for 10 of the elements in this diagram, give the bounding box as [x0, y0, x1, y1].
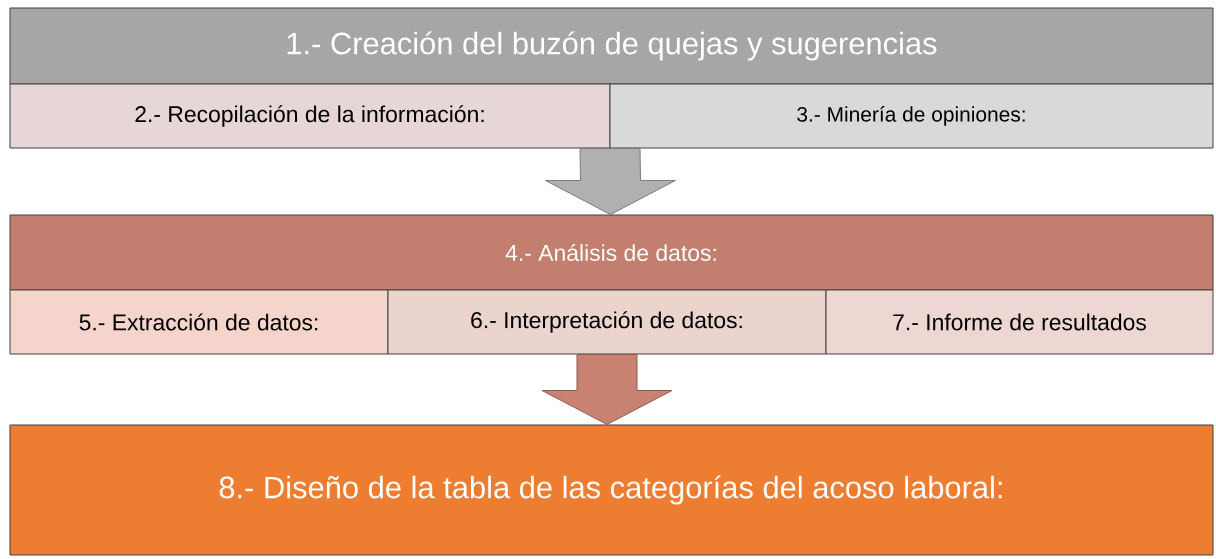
step-box: 5.- Extracción de datos: — [9, 289, 389, 355]
block-arrow — [541, 354, 673, 425]
process-band: 8.- Diseño de la tabla de las categorías del acoso laboral: — [9, 424, 1214, 556]
step-box: 7.- Informe de resultados — [825, 289, 1214, 355]
step-box: 2.- Recopilación de la información: — [9, 83, 611, 149]
step-box: 6.- Interpretación de datos: — [387, 289, 827, 355]
process-band: 4.- Análisis de datos: — [9, 214, 1214, 291]
step-box: 3.- Minería de opiniones: — [609, 83, 1214, 149]
block-arrow — [545, 148, 676, 215]
process-band: 1.- Creación del buzón de quejas y sugerencias — [9, 7, 1214, 85]
